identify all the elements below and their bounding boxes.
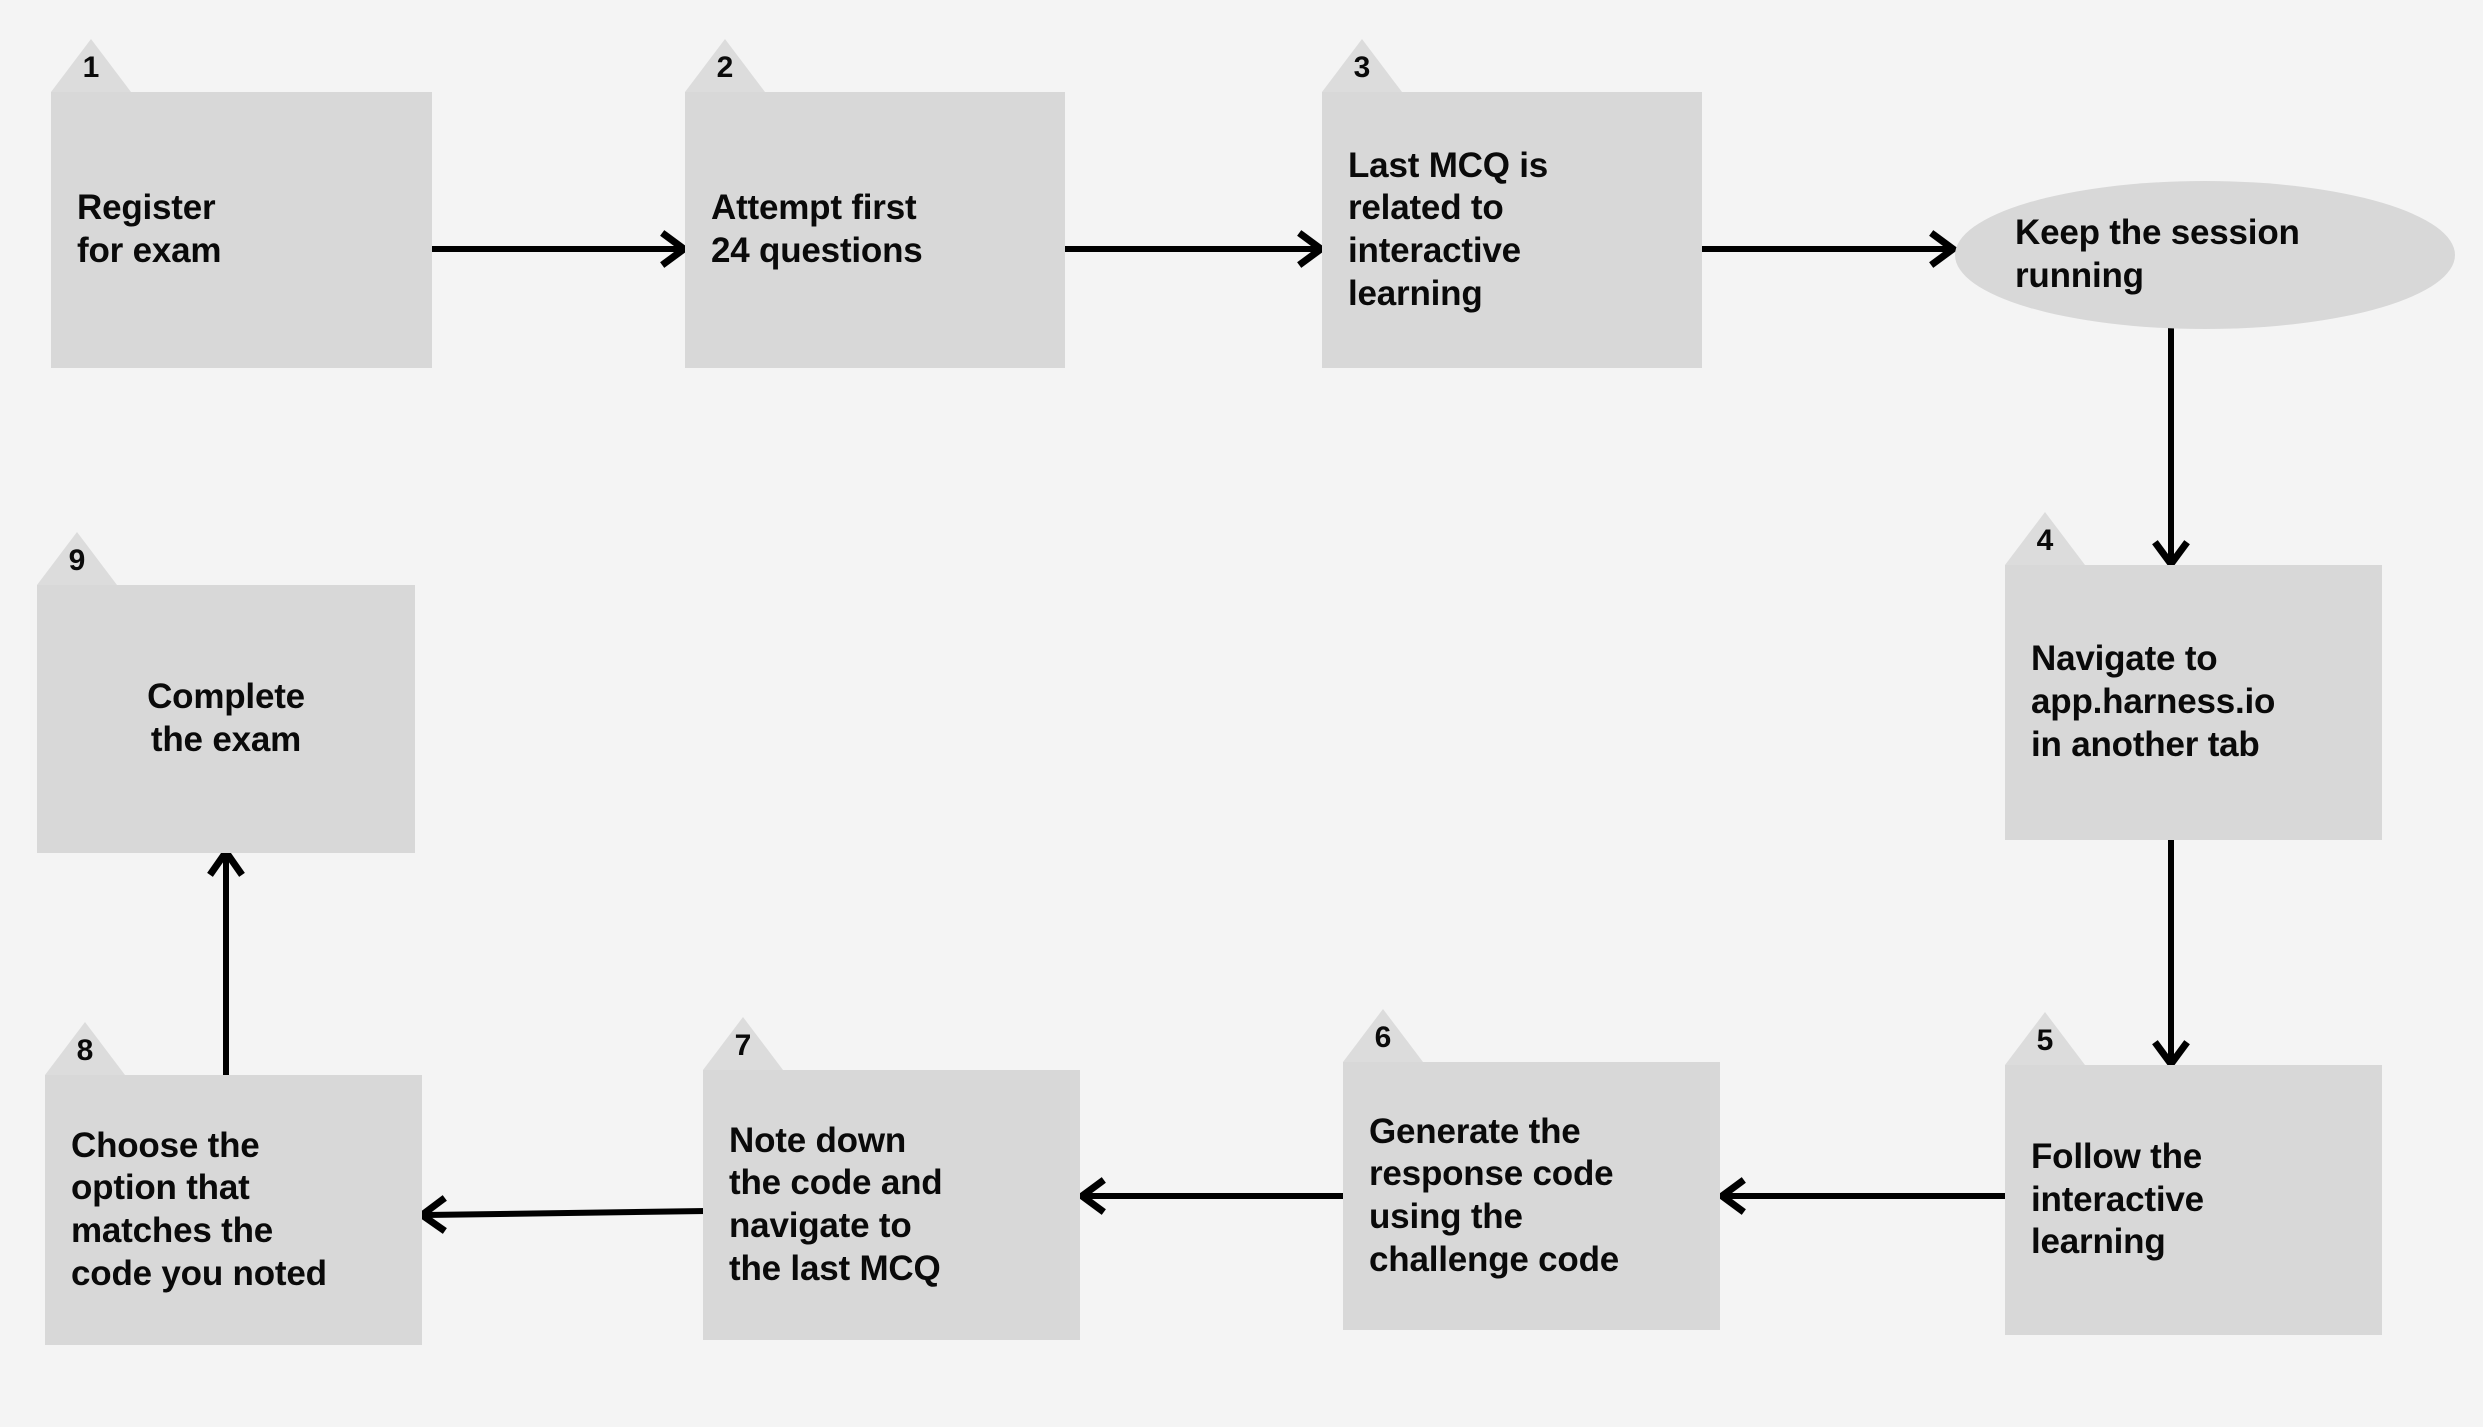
node-label: Complete the exam [147, 677, 305, 759]
step-badge-5: 5 [2005, 1012, 2085, 1065]
edge-n8-to-n9 [206, 845, 246, 1080]
step-badge-2: 2 [685, 39, 765, 92]
node-register-for-exam[interactable]: Register for exam [51, 92, 432, 368]
triangle-badge-icon [1343, 1009, 1423, 1062]
step-badge-1: 1 [51, 39, 131, 92]
triangle-badge-icon [703, 1017, 783, 1070]
edge-n2-to-n3 [1065, 229, 1327, 269]
node-choose-matching-option[interactable]: Choose the option that matches the code … [45, 1075, 422, 1345]
step-number: 4 [2036, 524, 2054, 557]
edge-n6-to-n7 [1076, 1176, 1346, 1216]
node-complete-the-exam[interactable]: Complete the exam [37, 585, 415, 853]
triangle-badge-icon [2005, 512, 2085, 565]
node-generate-response-code[interactable]: Generate the response code using the cha… [1343, 1062, 1720, 1330]
node-label: Navigate to app.harness.io in another ta… [2031, 639, 2276, 764]
triangle-badge-icon [685, 39, 765, 92]
triangle-badge-icon [45, 1022, 125, 1075]
node-label: Attempt first 24 questions [711, 188, 923, 270]
node-label: Follow the interactive learning [2031, 1136, 2204, 1262]
node-label: Choose the option that matches the code … [71, 1125, 327, 1293]
step-number: 6 [1374, 1021, 1392, 1054]
step-number: 9 [68, 544, 86, 577]
node-keep-the-session-running[interactable]: Keep the session running [1955, 181, 2455, 329]
node-label: Generate the response code using the cha… [1369, 1111, 1620, 1279]
triangle-badge-icon [51, 39, 131, 92]
edge-n4-to-n5 [2151, 838, 2191, 1070]
step-badge-8: 8 [45, 1022, 125, 1075]
node-attempt-first-24-questions[interactable]: Attempt first 24 questions [685, 92, 1065, 368]
triangle-badge-icon [2005, 1012, 2085, 1065]
step-number: 3 [1353, 51, 1371, 84]
node-navigate-to-app-harness-io[interactable]: Navigate to app.harness.io in another ta… [2005, 565, 2382, 840]
edge-ellipse-to-n4 [2151, 326, 2191, 570]
node-label: Note down the code and navigate to the l… [729, 1120, 943, 1288]
edge-n7-to-n8 [416, 1175, 707, 1234]
node-note-down-the-code[interactable]: Note down the code and navigate to the l… [703, 1070, 1080, 1340]
step-badge-7: 7 [703, 1017, 783, 1070]
edge-n3-to-ellipse [1702, 229, 1959, 269]
step-number: 7 [734, 1029, 752, 1062]
step-badge-3: 3 [1322, 39, 1402, 92]
edge-n5-to-n6 [1716, 1176, 2008, 1216]
step-badge-4: 4 [2005, 512, 2085, 565]
node-follow-the-interactive-learning[interactable]: Follow the interactive learning [2005, 1065, 2382, 1335]
step-number: 5 [2036, 1024, 2054, 1057]
node-label: Keep the session running [2015, 213, 2300, 295]
step-badge-6: 6 [1343, 1009, 1423, 1062]
node-last-mcq-interactive-learning[interactable]: Last MCQ is related to interactive learn… [1322, 92, 1702, 368]
step-badge-9: 9 [37, 532, 117, 585]
node-label: Register for exam [77, 188, 222, 270]
step-number: 1 [82, 51, 100, 84]
node-label: Last MCQ is related to interactive learn… [1348, 145, 1549, 313]
triangle-badge-icon [1322, 39, 1402, 92]
step-number: 2 [716, 51, 734, 84]
edge-n1-to-n2 [432, 229, 690, 269]
triangle-badge-icon [37, 532, 117, 585]
step-number: 8 [76, 1034, 94, 1067]
